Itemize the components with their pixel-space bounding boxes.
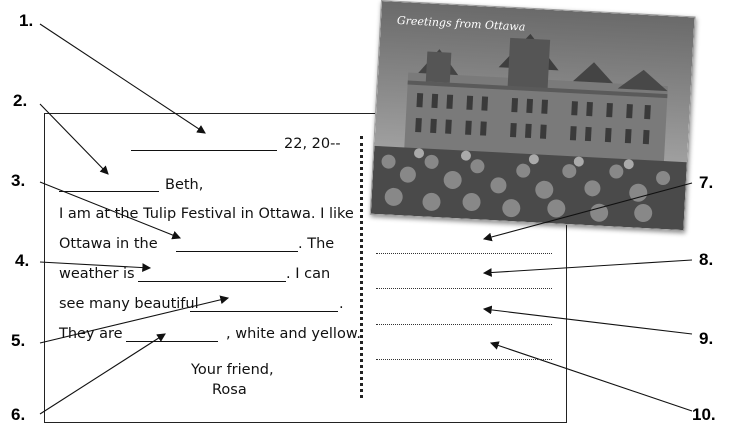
number-9: 9. — [699, 329, 714, 348]
arrow-5 — [39, 295, 230, 344]
number-3: 3. — [11, 171, 26, 190]
number-2: 2. — [13, 91, 28, 110]
parliament-image — [370, 1, 695, 231]
ottawa-photo: Greetings from Ottawa — [369, 0, 696, 232]
arrow-7 — [482, 182, 693, 242]
arrow-2 — [39, 103, 109, 175]
letter-line-4b: . — [339, 296, 344, 312]
letter-line-3b: . I can — [286, 266, 331, 282]
closing-text: Your friend, — [191, 362, 274, 378]
letter-line-5b: , white and yellow. — [226, 326, 361, 342]
greeting-blank[interactable] — [59, 191, 159, 192]
address-line-2[interactable] — [376, 288, 552, 289]
arrow-8 — [482, 259, 693, 277]
arrow-9 — [482, 305, 693, 335]
letter-line-5a: They are — [59, 326, 123, 342]
letter-line-3a: weather is — [59, 266, 135, 282]
letter-line-2b: . The — [298, 236, 335, 252]
number-6: 6. — [11, 405, 26, 424]
arrow-1 — [39, 23, 206, 134]
arrow-4 — [39, 261, 152, 272]
number-7: 7. — [699, 173, 714, 192]
letter-line-4a: see many beautiful — [59, 296, 199, 312]
address-line-3[interactable] — [376, 324, 552, 325]
number-10: 10. — [692, 405, 716, 424]
letter-line-2a: Ottawa in the — [59, 236, 158, 252]
date-text: 22, 20-- — [284, 136, 341, 152]
arrow-6 — [39, 333, 166, 415]
signature-text: Rosa — [212, 382, 247, 398]
weather-blank[interactable] — [138, 281, 286, 282]
letter-line-1: I am at the Tulip Festival in Ottawa. I … — [59, 206, 354, 222]
number-4: 4. — [15, 251, 30, 270]
number-8: 8. — [699, 250, 714, 269]
date-blank[interactable] — [131, 150, 277, 151]
greeting-name: Beth, — [165, 177, 204, 193]
address-line-4[interactable] — [376, 359, 552, 360]
number-5: 5. — [11, 331, 26, 350]
color-blank[interactable] — [126, 341, 218, 342]
arrow-10 — [489, 341, 693, 412]
number-1: 1. — [19, 11, 34, 30]
postcard-divider — [360, 136, 363, 398]
address-line-1[interactable] — [376, 253, 552, 254]
season-blank[interactable] — [176, 251, 298, 252]
flowers-blank[interactable] — [190, 311, 338, 312]
